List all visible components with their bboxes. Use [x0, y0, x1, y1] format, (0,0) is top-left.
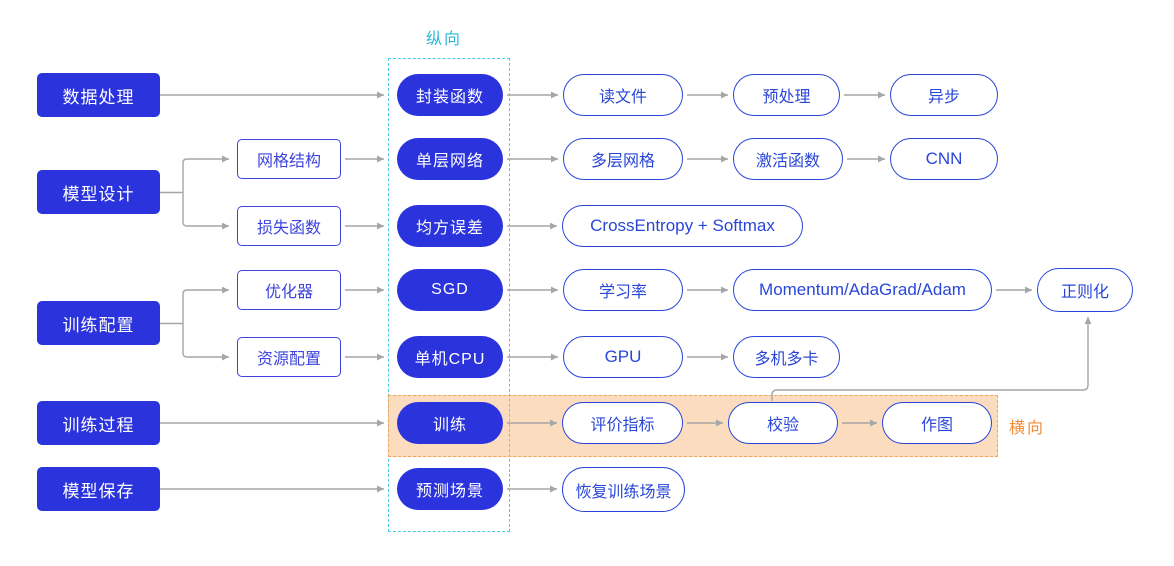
subnode-network-structure: 网格结构 [237, 139, 341, 179]
stage-model-saving: 模型保存 [37, 467, 160, 511]
detail-crossentropy-softmax: CrossEntropy + Softmax [562, 205, 803, 247]
stage-training-process: 训练过程 [37, 401, 160, 445]
detail-learning-rate: 学习率 [563, 269, 683, 311]
backbone-sgd: SGD [397, 269, 503, 311]
stage-training-config: 训练配置 [37, 301, 160, 345]
detail-cnn: CNN [890, 138, 998, 180]
horizontal-group-label: 横向 [1009, 420, 1046, 437]
subnode-resource-config: 资源配置 [237, 337, 341, 377]
vertical-group-label: 纵向 [426, 31, 463, 48]
detail-validation: 校验 [728, 402, 838, 444]
detail-preprocess: 预处理 [733, 74, 840, 116]
backbone-training: 训练 [397, 402, 503, 444]
backbone-single-layer-network: 单层网络 [397, 138, 503, 180]
backbone-wrap-function: 封装函数 [397, 74, 503, 116]
detail-plotting: 作图 [882, 402, 992, 444]
detail-multilayer-network: 多层网格 [563, 138, 683, 180]
stage-data-processing: 数据处理 [37, 73, 160, 117]
detail-eval-metrics: 评价指标 [562, 402, 683, 444]
detail-multi-machine-multi-card: 多机多卡 [733, 336, 840, 378]
detail-resume-training-scenario: 恢复训练场景 [562, 467, 685, 512]
detail-read-file: 读文件 [563, 74, 683, 116]
backbone-single-machine-cpu: 单机CPU [397, 336, 503, 378]
backbone-mse: 均方误差 [397, 205, 503, 247]
detail-gpu: GPU [563, 336, 683, 378]
vertical-group-frame [388, 58, 510, 532]
detail-momentum-adagrad-adam: Momentum/AdaGrad/Adam [733, 269, 992, 311]
backbone-inference-scenario: 预测场景 [397, 468, 503, 510]
detail-regularization: 正则化 [1037, 268, 1133, 312]
detail-async: 异步 [890, 74, 998, 116]
stage-model-design: 模型设计 [37, 170, 160, 214]
subnode-loss-function: 损失函数 [237, 206, 341, 246]
subnode-optimizer: 优化器 [237, 270, 341, 310]
detail-activation-function: 激活函数 [733, 138, 843, 180]
